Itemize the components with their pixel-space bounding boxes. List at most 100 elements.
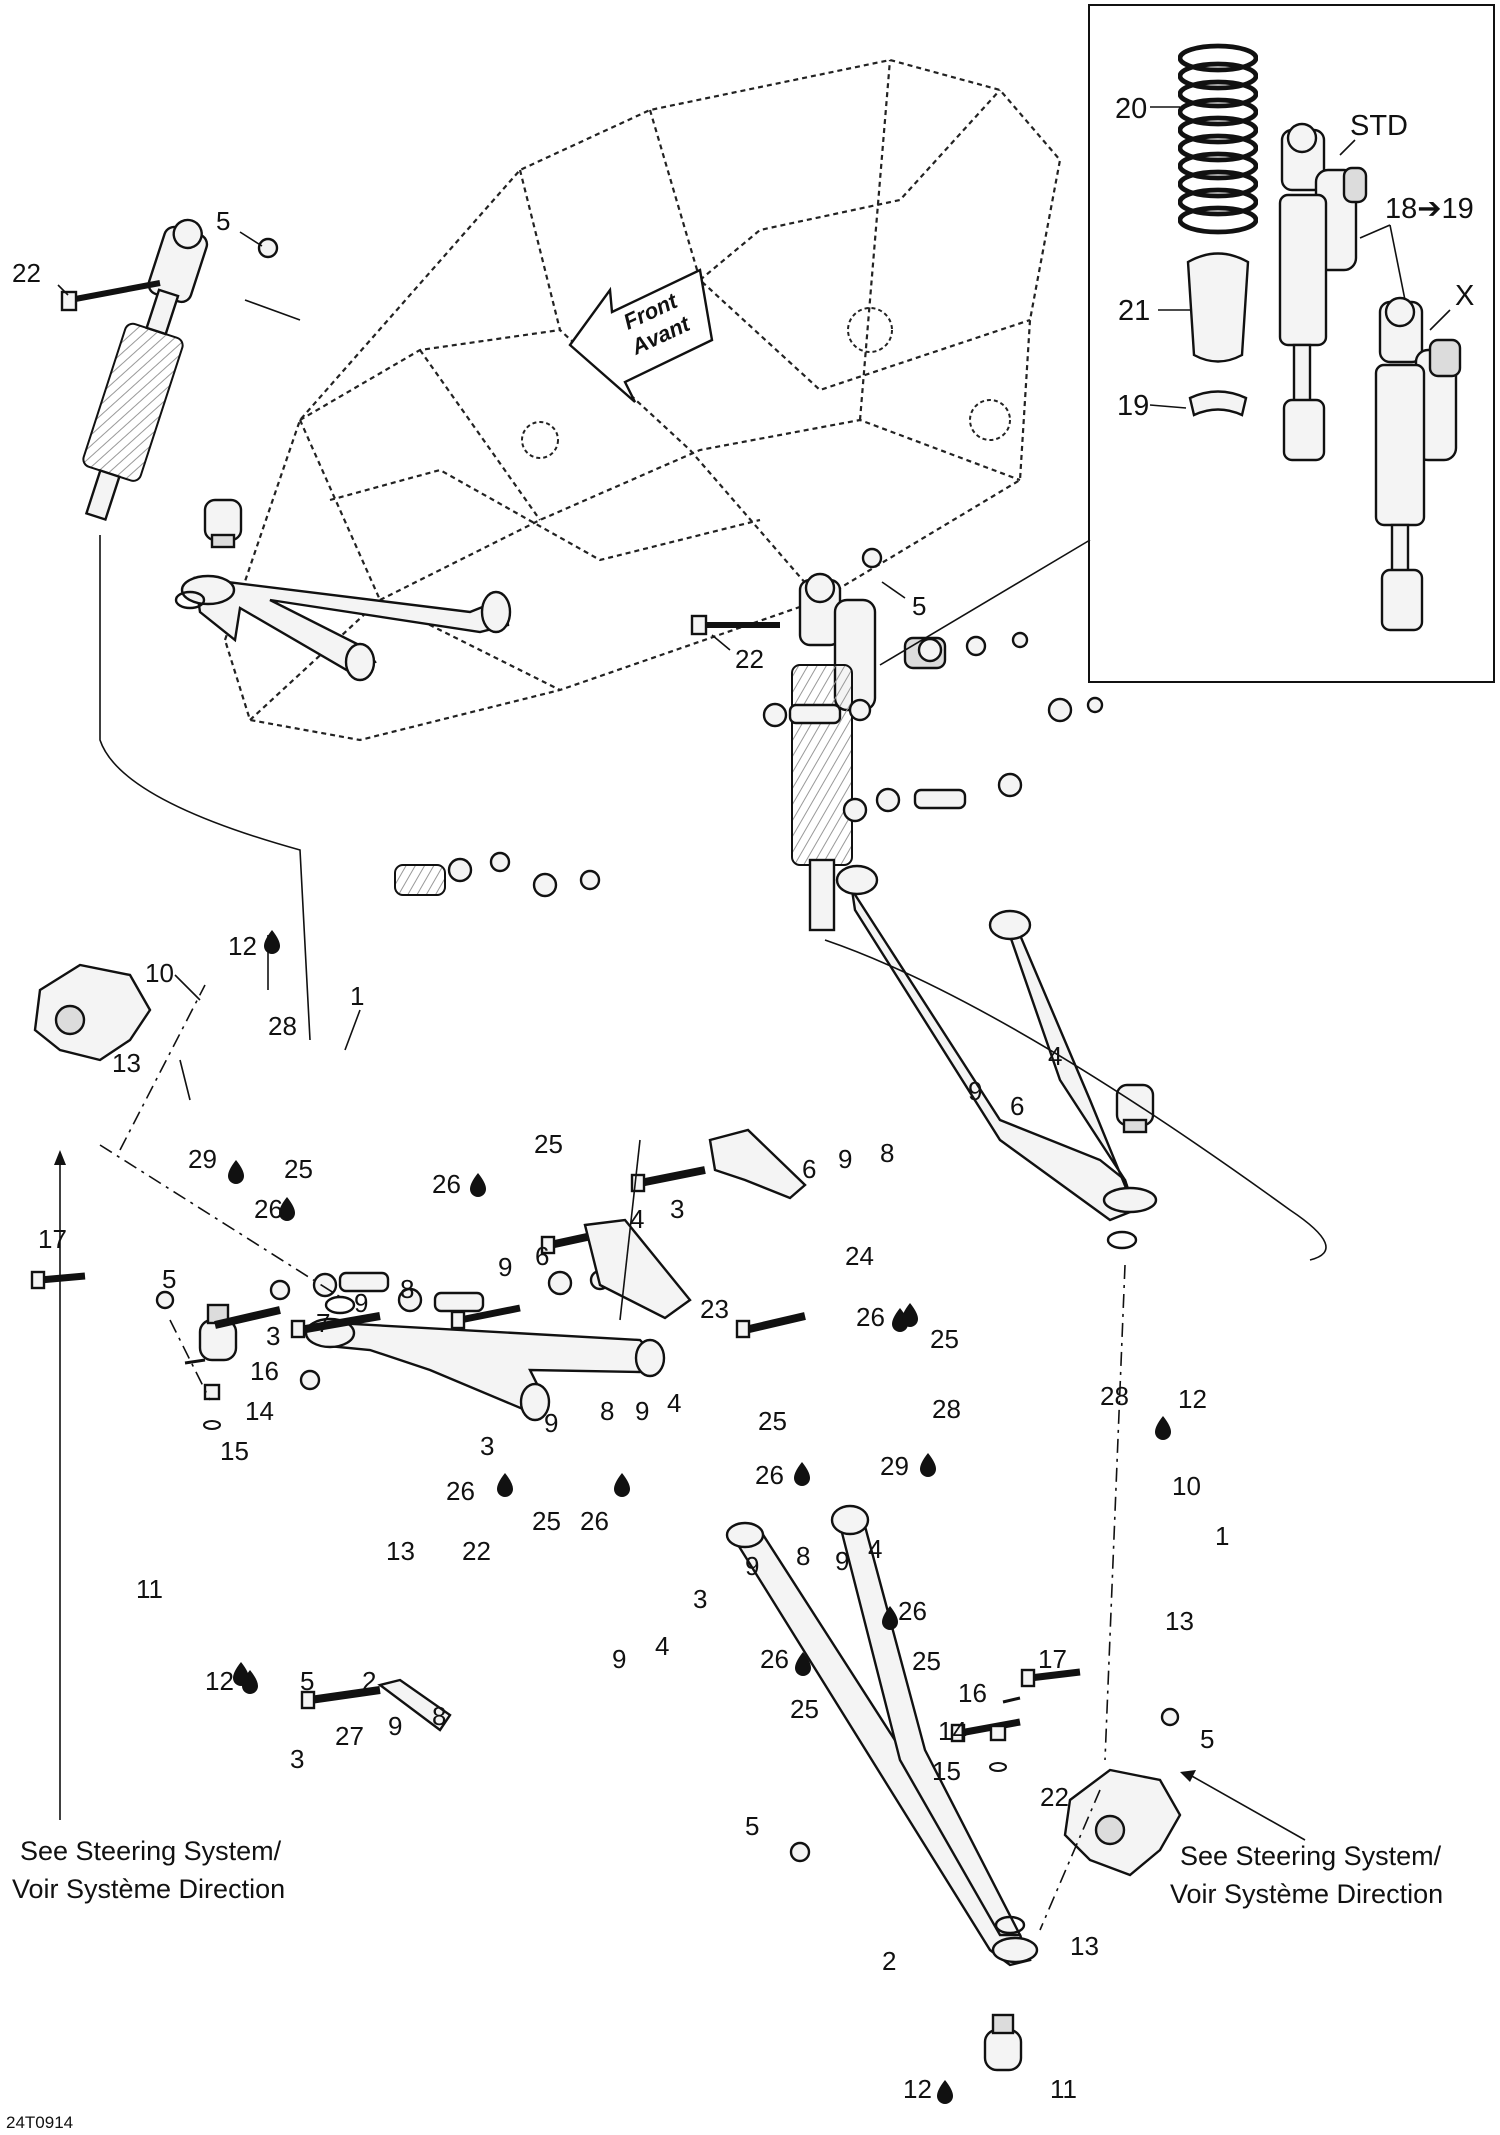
- oil-drop-icon: [614, 1473, 630, 1497]
- callout-1: 1: [350, 981, 364, 1011]
- oil-drop-icon: [497, 1473, 513, 1497]
- callout-25: 25: [912, 1646, 941, 1676]
- callout-3: 3: [480, 1431, 494, 1461]
- callout-9: 9: [612, 1644, 626, 1674]
- callout-9: 9: [838, 1144, 852, 1174]
- callout-26: 26: [856, 1302, 885, 1332]
- callout-4: 4: [630, 1204, 644, 1234]
- oil-drop-icon: [470, 1173, 486, 1197]
- oil-drop-icon: [882, 1606, 898, 1630]
- callout-10: 10: [145, 958, 174, 988]
- ball-joint-11-right: [983, 2013, 1023, 2072]
- lubricant-icons: [228, 930, 1171, 2104]
- callout-24: 24: [845, 1241, 874, 1271]
- callout-8: 8: [432, 1701, 446, 1731]
- callout-9: 9: [354, 1288, 368, 1318]
- oil-drop-icon: [233, 1662, 249, 1686]
- link-bracket-24: [708, 1128, 807, 1200]
- circlip-13-lower-left: [324, 1295, 356, 1315]
- callout-23: 23: [700, 1294, 729, 1324]
- callout-14: 14: [938, 1716, 967, 1746]
- oil-drop-icon: [902, 1303, 918, 1327]
- callout-29: 29: [188, 1144, 217, 1174]
- callout-5: 5: [162, 1264, 176, 1294]
- nut-5-upper-left: [257, 237, 279, 259]
- ball-joint-10-right: [1115, 1083, 1155, 1134]
- callout-8: 8: [400, 1274, 414, 1304]
- callout-28: 28: [1100, 1381, 1129, 1411]
- callout-29: 29: [880, 1451, 909, 1481]
- callout-3: 3: [266, 1321, 280, 1351]
- callout-26: 26: [432, 1169, 461, 1199]
- bolt-22-center: [690, 614, 780, 636]
- callout-20: 20: [1115, 93, 1147, 125]
- bolt-3-d: [735, 1312, 806, 1339]
- spring-guide-21: [1186, 252, 1250, 363]
- callout-8: 8: [880, 1138, 894, 1168]
- callout-8: 8: [600, 1396, 614, 1426]
- bolt-3-b: [290, 1312, 381, 1339]
- callout-9: 9: [835, 1546, 849, 1576]
- callout-2: 2: [362, 1666, 376, 1696]
- shock-std: [1278, 122, 1368, 462]
- callout-1: 1: [1215, 1521, 1229, 1551]
- callout-25: 25: [534, 1129, 563, 1159]
- callout-5: 5: [1200, 1724, 1214, 1754]
- callout-22: 22: [12, 258, 41, 288]
- nut-5-lower-right: [789, 1841, 811, 1863]
- callout-13: 13: [386, 1536, 415, 1566]
- nut-5-lower-left: [299, 1369, 321, 1391]
- callout-14: 14: [245, 1396, 274, 1426]
- bolt-17-right: [1020, 1668, 1081, 1688]
- callout-4: 4: [1048, 1041, 1062, 1071]
- callout-13: 13: [112, 1048, 141, 1078]
- steering-note-right-line1: See Steering System/: [1180, 1841, 1442, 1871]
- bolt-3-e: [300, 1686, 381, 1710]
- callout-25: 25: [930, 1324, 959, 1354]
- callout-5: 5: [745, 1811, 759, 1841]
- shock-x: [1374, 296, 1462, 632]
- ball-joint-11-left: [198, 1303, 238, 1362]
- inset-replacement-note: 18➔19: [1385, 193, 1474, 225]
- nut-5-center: [861, 547, 883, 569]
- callout-9: 9: [968, 1076, 982, 1106]
- callout-28: 28: [932, 1394, 961, 1424]
- callout-21: 21: [1118, 295, 1150, 327]
- callout-22: 22: [462, 1536, 491, 1566]
- nut-5-knuckle-left: [155, 1290, 175, 1310]
- bolt-3-a: [630, 1166, 706, 1193]
- callout-4: 4: [868, 1534, 882, 1564]
- callout-3: 3: [670, 1194, 684, 1224]
- callout-15: 15: [220, 1436, 249, 1466]
- upper-a-arm-right: [835, 864, 1158, 1222]
- callout-12: 12: [903, 2074, 932, 2104]
- oil-drop-icon: [279, 1197, 295, 1221]
- bushing-group-upper: [762, 631, 1104, 823]
- callout-11: 11: [136, 1574, 163, 1604]
- drawing-code: 24T0914: [6, 2113, 73, 2132]
- callout-9: 9: [544, 1408, 558, 1438]
- callout-12: 12: [228, 931, 257, 961]
- inset-std-label: STD: [1350, 110, 1408, 142]
- oil-drop-icon: [937, 2080, 953, 2104]
- oil-drop-icon: [920, 1453, 936, 1477]
- bolt-22-lower: [450, 1304, 521, 1330]
- callout-25: 25: [284, 1154, 313, 1184]
- callout-12: 12: [1178, 1384, 1207, 1414]
- callout-22: 22: [735, 644, 764, 674]
- steering-note-left-line2: Voir Système Direction: [12, 1874, 285, 1904]
- circlip-13-right: [1106, 1230, 1138, 1250]
- oil-drop-icon: [794, 1462, 810, 1486]
- oil-drop-icon: [264, 930, 280, 954]
- callout-26: 26: [446, 1476, 475, 1506]
- cotter-pin-16-left: [184, 1358, 206, 1365]
- callout-16: 16: [250, 1356, 279, 1386]
- callout-10: 10: [1172, 1471, 1201, 1501]
- callout-8: 8: [796, 1541, 810, 1571]
- vehicle-frame: [223, 58, 1062, 742]
- callout-2: 2: [882, 1946, 896, 1976]
- callout-28: 28: [268, 1011, 297, 1041]
- ball-joint-10-left: [203, 498, 243, 549]
- callout-15: 15: [932, 1756, 961, 1786]
